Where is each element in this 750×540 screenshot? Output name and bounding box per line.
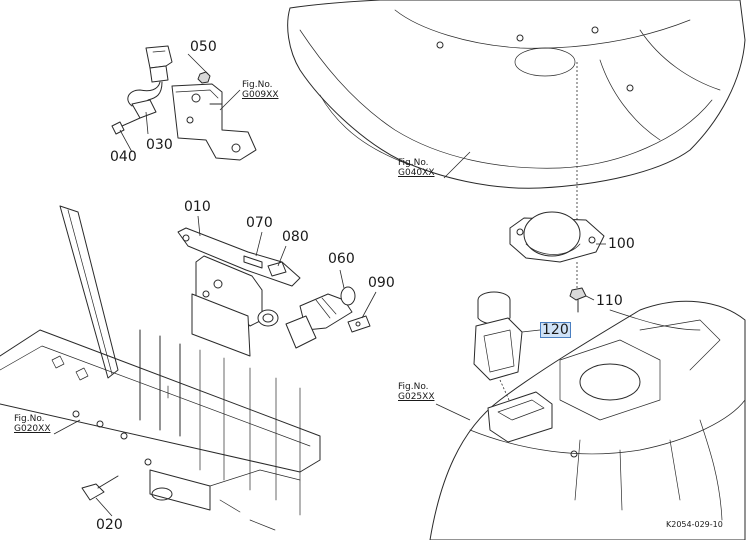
part-label-110[interactable]: 110 (596, 293, 623, 309)
part-label-070[interactable]: 070 (246, 215, 273, 231)
part-label-020[interactable]: 020 (96, 517, 123, 533)
figure-ref-code[interactable]: G040XX (398, 168, 435, 178)
figure-ref-label: Fig.No. (242, 80, 273, 90)
leader-lines (53, 53, 606, 517)
figure-ref-label: Fig.No. (398, 158, 429, 168)
push-switch (473, 291, 523, 421)
part-label-100[interactable]: 100 (608, 236, 635, 252)
figure-ref-g020[interactable]: Fig.No. G020XX (14, 414, 50, 434)
part-label-080[interactable]: 080 (282, 229, 309, 245)
console-housing (429, 300, 746, 540)
frame-step (0, 205, 321, 531)
figure-ref-label: Fig.No. (398, 382, 429, 392)
part-label-010[interactable]: 010 (184, 199, 211, 215)
part-label-030[interactable]: 030 (146, 137, 173, 153)
cover-plate (509, 211, 605, 313)
figure-ref-label: Fig.No. (14, 414, 45, 424)
drawing-code: K2054-029-10 (666, 520, 723, 529)
figure-ref-code[interactable]: G020XX (14, 424, 51, 434)
figure-ref-g025[interactable]: Fig.No. G025XX (398, 382, 434, 402)
figure-ref-g009[interactable]: Fig.No. G009XX (242, 80, 278, 100)
sensor-bracket-assembly (111, 45, 257, 161)
part-label-120-selected[interactable]: 120 (540, 322, 571, 338)
figure-ref-code[interactable]: G025XX (398, 392, 435, 402)
figure-ref-g040[interactable]: Fig.No. G040XX (398, 158, 434, 178)
switch-bracket-assembly (177, 227, 371, 357)
part-label-060[interactable]: 060 (328, 251, 355, 267)
part-label-040[interactable]: 040 (110, 149, 137, 165)
figure-ref-code[interactable]: G009XX (242, 90, 279, 100)
seat-housing (287, 0, 746, 240)
part-label-050[interactable]: 050 (190, 39, 217, 55)
part-label-090[interactable]: 090 (368, 275, 395, 291)
